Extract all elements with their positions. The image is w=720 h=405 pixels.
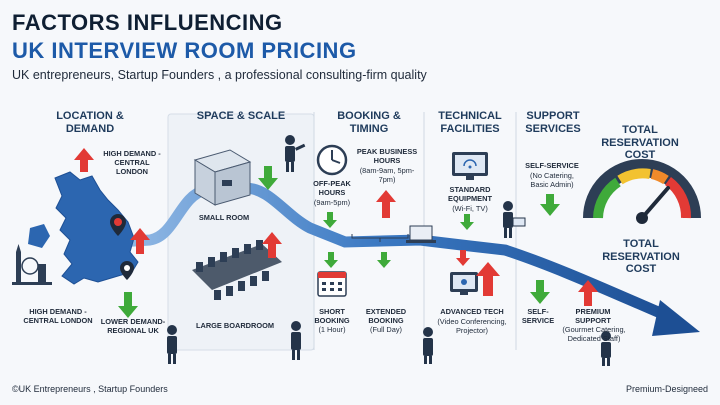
self-service-top-title: SELF-SERVICE <box>525 161 579 170</box>
location-header: LOCATION & DEMAND <box>56 110 124 135</box>
location-pin-icon <box>110 214 126 236</box>
big-ben-icon <box>12 244 52 285</box>
high-demand-label-top: HIGH DEMAND - CENTRAL LONDON <box>103 149 161 176</box>
down-arrow-location <box>118 292 138 318</box>
large-boardroom-label: LARGE BOARDROOM <box>195 321 274 330</box>
standard-equipment-title: STANDARD EQUIPMENT <box>448 185 492 203</box>
high-demand-label-bottom: HIGH DEMAND - CENTRAL LONDON <box>23 307 93 325</box>
calendar-icon <box>317 271 347 297</box>
self-service-top-sub: (No Catering, Basic Admin) <box>530 171 574 189</box>
small-room-label: SMALL ROOM <box>198 213 250 222</box>
advanced-tech-monitor-icon <box>450 272 478 295</box>
footer-brand: Premium-Designeed <box>625 384 708 394</box>
businessperson-icon <box>601 331 611 366</box>
small-room-icon <box>193 149 252 206</box>
offpeak-hours-sub: (9am-5pm) <box>313 198 351 207</box>
monitor-icon <box>452 152 488 180</box>
down-arrow-standard <box>460 214 474 230</box>
up-arrow-peak <box>376 190 396 218</box>
booking-header: BOOKING & TIMING <box>337 110 401 135</box>
total-cost-header-top: TOTAL RESERVATION COST <box>601 124 679 162</box>
short-booking-sub: (1 Hour) <box>318 325 346 334</box>
up-arrow-space <box>262 232 282 258</box>
businessperson-icon <box>167 325 177 364</box>
page-title-line2: UK INTERVIEW ROOM PRICING <box>12 38 357 63</box>
down-arrow-self-service-bottom <box>530 280 550 304</box>
down-arrow-offpeak <box>323 212 337 228</box>
page-subtitle: UK entrepreneurs, Startup Founders , a p… <box>12 68 427 82</box>
space-header: SPACE & SCALE <box>196 110 286 122</box>
businessperson-icon <box>291 321 301 360</box>
short-booking-title: SHORT BOOKING <box>314 307 350 325</box>
boardroom-table-icon <box>192 240 282 300</box>
up-arrow-premium <box>578 280 598 306</box>
up-arrow-advanced <box>476 262 500 296</box>
technical-header: TECHNICAL FACILITIES <box>438 110 502 135</box>
peak-hours-sub: (8am-9am, 5pm-7pm) <box>359 166 415 184</box>
self-service-bottom-label: SELF- SERVICE <box>521 307 555 325</box>
businessperson-icon <box>285 135 306 172</box>
extended-booking-title: EXTENDED BOOKING <box>365 307 407 325</box>
down-arrow-self-service-top <box>540 194 560 216</box>
advanced-tech-title: ADVANCED TECH <box>440 307 504 316</box>
cost-flow-path <box>82 182 678 324</box>
up-arrow-location-top <box>74 148 94 172</box>
location-pin-icon <box>120 261 134 280</box>
advanced-tech-sub: (Video Conferencing, Projector) <box>437 317 507 335</box>
gauge-icon <box>583 159 701 224</box>
peak-hours-title: PEAK BUSINESS HOURS <box>356 147 418 165</box>
businessperson-icon <box>423 327 433 364</box>
page-title-line1: FACTORS INFLUENCING <box>12 10 283 35</box>
premium-support-sub: (Gourmet Catering, Dedicated Staff) <box>562 325 626 343</box>
footer-copyright: ©UK Entrepreneurs , Startup Founders <box>12 384 168 394</box>
premium-support-title: PREMIUM SUPPORT <box>575 307 611 325</box>
support-header: SUPPORT SERVICES <box>525 110 581 135</box>
cost-flow-arrowhead <box>652 300 700 336</box>
offpeak-hours-title: OFF-PEAK HOURS <box>313 179 351 197</box>
down-arrow-short <box>324 252 338 268</box>
up-arrow-location-right <box>130 228 150 254</box>
total-cost-header-bottom: TOTAL RESERVATION COST <box>602 238 680 276</box>
extended-booking-sub: (Full Day) <box>369 325 403 334</box>
businessperson-icon <box>503 201 526 238</box>
laptop-icon <box>406 225 436 243</box>
clock-icon <box>316 144 348 176</box>
down-arrow-extended <box>377 252 391 268</box>
down-arrow-advanced-left <box>456 250 470 266</box>
low-demand-label: LOWER DEMAND- REGIONAL UK <box>100 317 166 335</box>
down-arrow-space <box>258 166 278 190</box>
uk-map-icon <box>28 171 139 285</box>
standard-equipment-sub: (Wi-Fi, TV) <box>452 204 488 213</box>
